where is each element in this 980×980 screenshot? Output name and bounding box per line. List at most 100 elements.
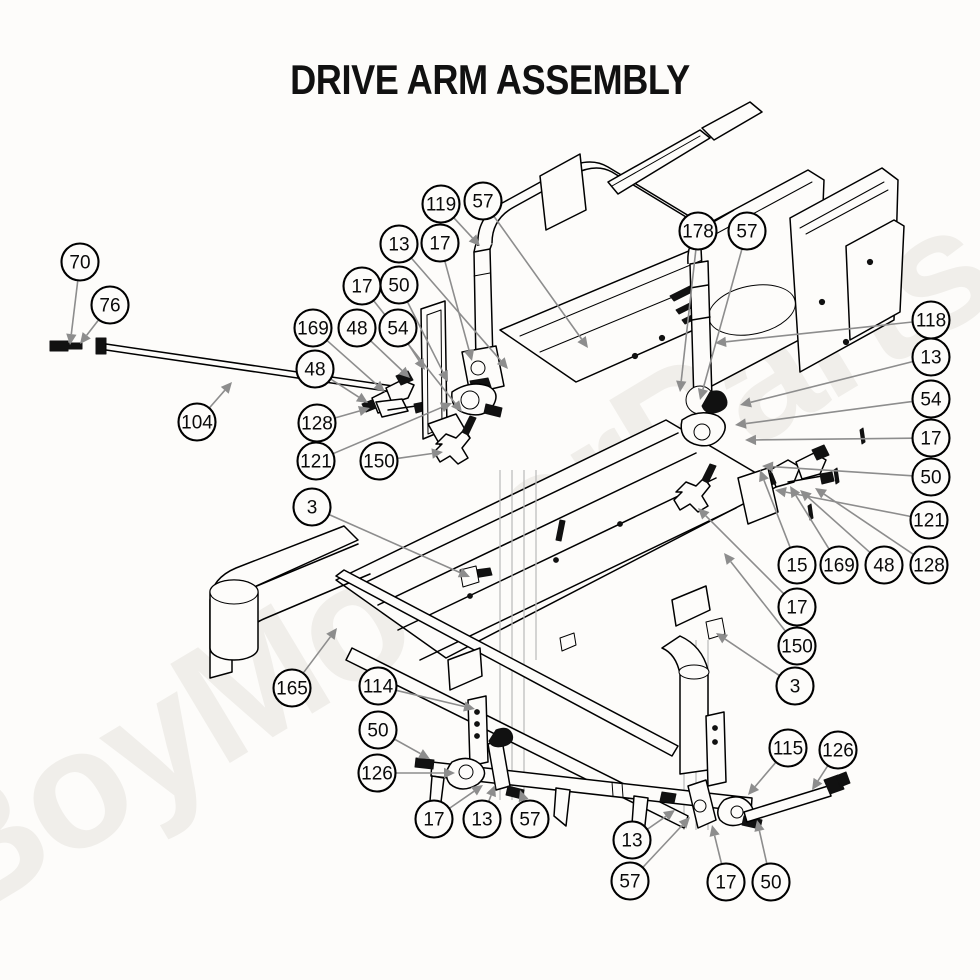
callout-bubble-150[interactable]: 150: [777, 626, 817, 666]
callout-circle[interactable]: [60, 242, 100, 282]
callout-circle[interactable]: [296, 441, 336, 481]
callout-bubble-57[interactable]: 57: [727, 211, 767, 251]
callout-bubble-50[interactable]: 50: [379, 265, 419, 305]
callout-circle[interactable]: [272, 668, 312, 708]
callout-bubble-50[interactable]: 50: [358, 710, 398, 750]
callout-bubble-169[interactable]: 169: [819, 545, 859, 585]
callout-circle[interactable]: [777, 626, 817, 666]
callout-number: 121: [300, 452, 332, 473]
callout-number: 126: [822, 741, 854, 762]
callout-circle[interactable]: [911, 457, 951, 497]
callout-bubble-50[interactable]: 50: [911, 457, 951, 497]
callout-bubble-57[interactable]: 57: [463, 181, 503, 221]
callout-circle[interactable]: [414, 799, 454, 839]
callout-bubble-13[interactable]: 13: [462, 799, 502, 839]
callout-arrowhead: [66, 333, 77, 345]
callout-bubble-17[interactable]: 17: [706, 862, 746, 902]
callout-circle[interactable]: [379, 224, 419, 264]
callout-circle[interactable]: [358, 710, 398, 750]
callout-bubble-17[interactable]: 17: [414, 799, 454, 839]
callout-arrowhead: [444, 767, 455, 779]
callout-circle[interactable]: [359, 441, 399, 481]
callout-bubble-70[interactable]: 70: [60, 242, 100, 282]
callout-circle[interactable]: [911, 337, 951, 377]
callout-arrowhead: [724, 553, 735, 565]
callout-bubble-13[interactable]: 13: [379, 224, 419, 264]
callout-circle[interactable]: [357, 753, 397, 793]
callout-circle[interactable]: [864, 545, 904, 585]
callout-circle[interactable]: [706, 862, 746, 902]
callout-bubble-13[interactable]: 13: [612, 820, 652, 860]
callout-leader-line: [758, 830, 768, 865]
callout-circle[interactable]: [358, 666, 398, 706]
callout-bubble-17[interactable]: 17: [342, 266, 382, 306]
callout-arrowhead: [716, 633, 728, 644]
callout-bubble-54[interactable]: 54: [911, 379, 951, 419]
callout-circle[interactable]: [293, 308, 333, 348]
callout-bubble-13[interactable]: 13: [911, 337, 951, 377]
callout-leader-line: [397, 452, 433, 460]
callout-circle[interactable]: [768, 728, 808, 768]
callout-circle[interactable]: [379, 265, 419, 305]
callout-circle[interactable]: [777, 587, 817, 627]
callout-circle[interactable]: [90, 285, 130, 325]
callout-circle[interactable]: [819, 545, 859, 585]
callout-circle[interactable]: [177, 402, 217, 442]
callout-circle[interactable]: [295, 349, 335, 389]
callout-circle[interactable]: [292, 487, 332, 527]
callout-circle[interactable]: [420, 223, 460, 263]
callout-circle[interactable]: [610, 861, 650, 901]
callout-bubble-57[interactable]: 57: [510, 799, 550, 839]
callout-bubble-104[interactable]: 104: [177, 402, 217, 442]
callout-circle[interactable]: [378, 308, 418, 348]
callout-bubble-15[interactable]: 15: [777, 545, 817, 585]
callout-bubble-150[interactable]: 150: [359, 441, 399, 481]
callout-bubble-3[interactable]: 3: [775, 666, 815, 706]
callout-circle[interactable]: [818, 730, 858, 770]
callout-bubble-114[interactable]: 114: [358, 666, 398, 706]
callout-circle[interactable]: [421, 184, 461, 224]
callout-bubble-3[interactable]: 3: [292, 487, 332, 527]
callout-circle[interactable]: [337, 308, 377, 348]
callout-bubble-50[interactable]: 50: [751, 862, 791, 902]
callout-circle[interactable]: [612, 820, 652, 860]
callout-arrowhead: [80, 332, 91, 344]
callout-bubble-121[interactable]: 121: [296, 441, 336, 481]
callout-bubble-48[interactable]: 48: [864, 545, 904, 585]
callout-bubble-126[interactable]: 126: [357, 753, 397, 793]
callout-bubble-17[interactable]: 17: [420, 223, 460, 263]
callout-bubble-118[interactable]: 118: [911, 300, 951, 340]
callout-bubble-119[interactable]: 119: [421, 184, 461, 224]
callout-circle[interactable]: [911, 379, 951, 419]
callout-bubble-121[interactable]: 121: [909, 500, 949, 540]
callout-bubble-178[interactable]: 178: [678, 211, 718, 251]
callout-bubble-48[interactable]: 48: [295, 349, 335, 389]
callout-circle[interactable]: [909, 545, 949, 585]
callout-circle[interactable]: [462, 799, 502, 839]
callout-circle[interactable]: [909, 500, 949, 540]
callout-bubble-128[interactable]: 128: [297, 403, 337, 443]
callout-number: 50: [367, 721, 388, 742]
callout-bubble-76[interactable]: 76: [90, 285, 130, 325]
callout-circle[interactable]: [777, 545, 817, 585]
callout-circle[interactable]: [463, 181, 503, 221]
callout-circle[interactable]: [510, 799, 550, 839]
callout-circle[interactable]: [911, 418, 951, 458]
callout-bubble-48[interactable]: 48: [337, 308, 377, 348]
callout-bubble-17[interactable]: 17: [911, 418, 951, 458]
callout-bubble-17[interactable]: 17: [777, 587, 817, 627]
callout-bubble-165[interactable]: 165: [272, 668, 312, 708]
callout-bubble-126[interactable]: 126: [818, 730, 858, 770]
callout-circle[interactable]: [727, 211, 767, 251]
callout-bubble-128[interactable]: 128: [909, 545, 949, 585]
callout-arrowhead: [373, 380, 385, 392]
callout-leader-line: [823, 493, 915, 556]
callout-circle[interactable]: [751, 862, 791, 902]
callout-bubble-169[interactable]: 169: [293, 308, 333, 348]
callout-circle[interactable]: [678, 211, 718, 251]
callout-circle[interactable]: [775, 666, 815, 706]
callout-bubble-115[interactable]: 115: [768, 728, 808, 768]
callout-bubble-54[interactable]: 54: [378, 308, 418, 348]
callout-arrowhead: [698, 508, 710, 520]
callout-bubble-57[interactable]: 57: [610, 861, 650, 901]
